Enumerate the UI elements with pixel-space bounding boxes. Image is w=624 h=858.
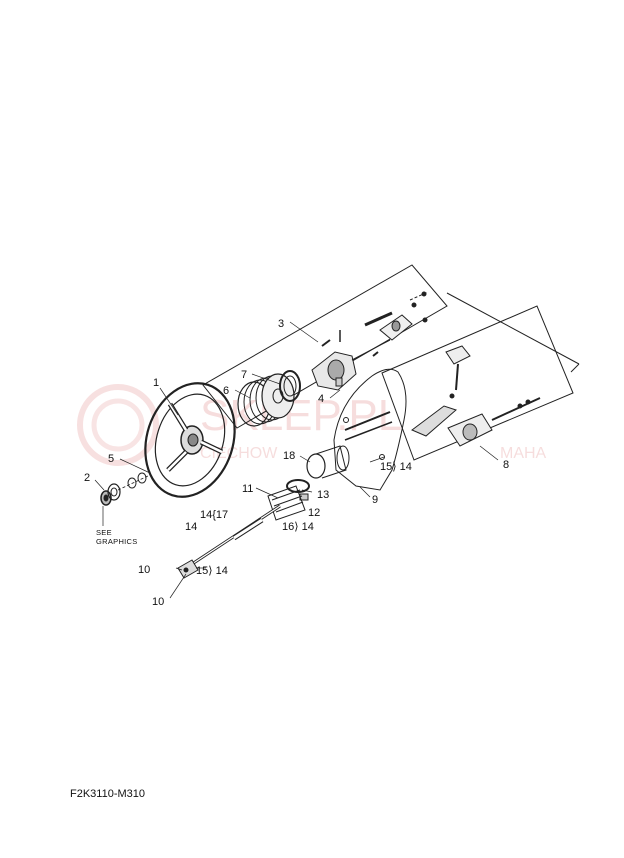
steering-wheel bbox=[144, 382, 236, 498]
watermark-text: SKLEP.PL bbox=[200, 391, 402, 440]
helm-unit bbox=[311, 291, 429, 391]
label-part-5: 5 bbox=[108, 453, 114, 465]
label-part-12: 12 bbox=[308, 507, 320, 519]
bracket-plate-9 bbox=[333, 368, 407, 491]
label-part-11: 11 bbox=[242, 483, 253, 495]
label-part-6: 6 bbox=[223, 385, 229, 397]
group-box-8 bbox=[381, 305, 574, 461]
watermark-sub-right: MAHA bbox=[500, 445, 547, 462]
pedal-mechanism-8 bbox=[411, 345, 541, 447]
label-part-8: 8 bbox=[503, 459, 509, 471]
label-part-4: 4 bbox=[318, 393, 324, 405]
label-part-16-14: 16⟩ 14 bbox=[282, 521, 314, 533]
pulley-part-6 bbox=[237, 373, 295, 427]
see-graphics-line2: GRAPHICS bbox=[96, 537, 138, 546]
label-part-13: 13 bbox=[317, 489, 329, 501]
label-part-14-17: 14{17 bbox=[200, 509, 228, 521]
see-graphics-line1: SEE bbox=[96, 528, 112, 537]
label-part-10-upper: 10 bbox=[138, 564, 150, 576]
watermark-logo bbox=[77, 384, 159, 466]
part-labels: 1 2 3 4 5 6 7 8 9 10 10 11 12 13 14 14{1… bbox=[84, 318, 509, 608]
label-part-2: 2 bbox=[84, 472, 90, 484]
leader-lines bbox=[94, 321, 499, 599]
steering-cable-14 bbox=[185, 504, 281, 570]
see-graphics-note: SEE GRAPHICS bbox=[96, 506, 138, 546]
diagram-code: F2K3110-M310 bbox=[70, 788, 146, 800]
label-part-15-14-lower: 15⟩ 14 bbox=[196, 565, 228, 577]
ring-part-7 bbox=[279, 370, 301, 402]
label-part-9: 9 bbox=[372, 494, 378, 506]
group-box-3 bbox=[202, 264, 580, 429]
label-part-15-14-upper: 15⟩ 14 bbox=[380, 461, 412, 473]
label-part-7: 7 bbox=[241, 369, 247, 381]
label-part-3: 3 bbox=[278, 318, 284, 330]
label-part-1: 1 bbox=[153, 377, 159, 389]
end-fitting-10 bbox=[177, 559, 199, 579]
label-part-14: 14 bbox=[185, 521, 197, 533]
hub-parts bbox=[100, 472, 151, 506]
label-part-18: 18 bbox=[283, 450, 295, 462]
label-part-10-lower: 10 bbox=[152, 596, 164, 608]
